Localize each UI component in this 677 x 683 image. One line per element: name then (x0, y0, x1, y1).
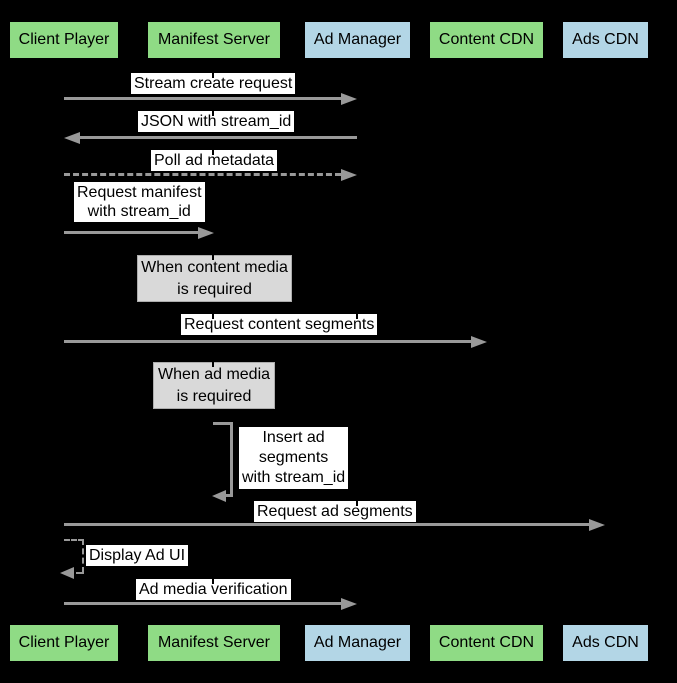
message-label-stream-create-request: Stream create request (131, 73, 296, 94)
arrow-request-ad-segments (64, 523, 589, 526)
arrowhead-left-icon (60, 567, 74, 579)
arrow-json-with-stream-id (80, 136, 357, 139)
message-label-ad-media-verification: Ad media verification (136, 579, 291, 600)
note-when-ad-media-required: When ad media is required (153, 362, 275, 409)
lifeline-tick (212, 111, 214, 116)
message-label-display-ad-ui: Display Ad UI (86, 545, 189, 566)
arrowhead-left-icon (64, 132, 80, 144)
self-loop-display-ad-bottom (76, 572, 84, 574)
arrowhead-right-icon (198, 227, 214, 239)
lifeline-tick (212, 314, 214, 319)
lifeline-tick (212, 362, 214, 367)
message-label-json-with-stream-id: JSON with stream_id (138, 111, 295, 132)
arrow-stream-create-request (64, 97, 341, 100)
lifeline-tick (356, 501, 358, 506)
self-loop-insert-ad-side (230, 422, 233, 497)
arrowhead-right-icon (341, 598, 357, 610)
lifeline-tick (212, 73, 214, 78)
entity-manifest-server-bottom: Manifest Server (148, 625, 280, 661)
entity-manifest-server-top: Manifest Server (148, 22, 280, 58)
self-loop-insert-ad-top (213, 422, 233, 425)
entity-client-player-top: Client Player (10, 22, 118, 58)
entity-ads-cdn-top: Ads CDN (563, 22, 648, 58)
arrowhead-right-icon (341, 93, 357, 105)
entity-ads-cdn-bottom: Ads CDN (563, 625, 648, 661)
message-label-request-content-segments: Request content segments (181, 314, 378, 335)
message-label-request-ad-segments: Request ad segments (254, 501, 416, 522)
entity-ad-manager-bottom: Ad Manager (305, 625, 410, 661)
self-loop-display-ad-side (82, 539, 84, 573)
lifeline-tick (356, 314, 358, 319)
arrow-ad-media-verification (64, 602, 341, 605)
self-loop-display-ad-top (64, 539, 84, 541)
arrowhead-left-icon (212, 490, 226, 502)
arrow-request-content-segments (64, 340, 471, 343)
entity-content-cdn-bottom: Content CDN (430, 625, 543, 661)
entity-client-player-bottom: Client Player (10, 625, 118, 661)
lifeline-tick (212, 150, 214, 155)
entity-ad-manager-top: Ad Manager (305, 22, 410, 58)
note-when-content-media-required: When content media is required (137, 255, 292, 302)
lifeline-tick (212, 255, 214, 260)
message-label-poll-ad-metadata: Poll ad metadata (151, 150, 278, 171)
arrow-request-manifest (64, 231, 198, 234)
lifeline-tick (212, 579, 214, 584)
arrowhead-right-icon (471, 336, 487, 348)
entity-content-cdn-top: Content CDN (430, 22, 543, 58)
self-loop-insert-ad-bottom (223, 494, 233, 497)
message-label-insert-ad-segments: Insert ad segments with stream_id (239, 427, 349, 489)
arrowhead-right-icon (589, 519, 605, 531)
arrow-poll-ad-metadata (64, 173, 341, 176)
lifeline-ads-cdn (604, 58, 606, 625)
arrowhead-right-icon (341, 169, 357, 181)
message-label-request-manifest: Request manifest with stream_id (74, 182, 205, 222)
